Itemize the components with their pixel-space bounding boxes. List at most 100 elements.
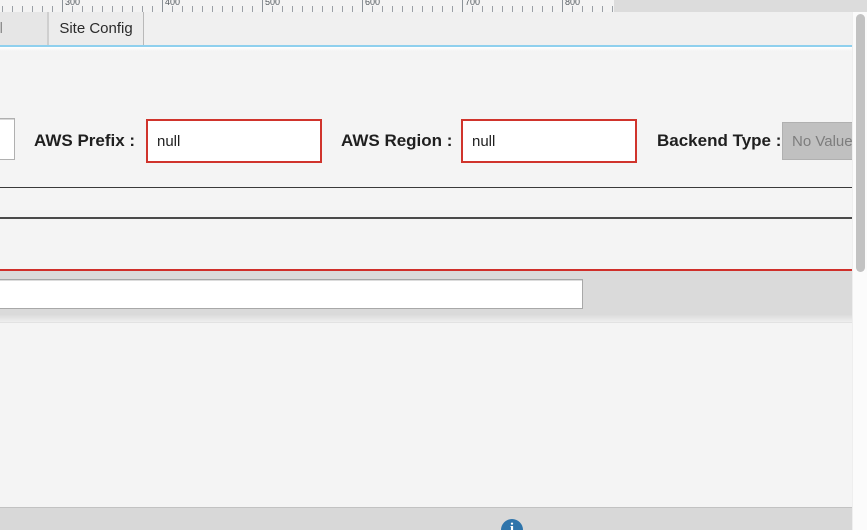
info-icon[interactable]: i: [501, 519, 523, 530]
ruler-tick-minor: [402, 6, 403, 12]
ruler-tick-minor: [482, 6, 483, 12]
ruler-tick-minor: [222, 6, 223, 12]
ruler-tick-minor: [392, 6, 393, 12]
aws-region-label: AWS Region :: [341, 131, 453, 150]
ruler-label: 700: [465, 0, 481, 7]
ruler-tick-minor: [352, 6, 353, 12]
ruler-tick-minor: [32, 6, 33, 12]
ruler-tick-minor: [12, 6, 13, 12]
ruler-tick-major: [262, 0, 263, 12]
ruler-tick-minor: [612, 6, 613, 12]
tab-site-config[interactable]: Site Config: [48, 12, 144, 45]
ruler-tick-minor: [522, 6, 523, 12]
ruler-tick-minor: [382, 6, 383, 12]
info-icon-glyph: i: [509, 521, 515, 530]
tab-query-tool[interactable]: y Tool: [0, 12, 48, 45]
ruler-tick-minor: [572, 6, 573, 12]
content-area-shadow: [0, 314, 867, 324]
ruler-tick-minor: [72, 6, 73, 12]
ruler-tick-minor: [332, 6, 333, 12]
ruler-tick-minor: [152, 6, 153, 12]
tab-query-tool-label: y Tool: [0, 20, 3, 37]
tab-bar: y Tool Site Config: [0, 12, 867, 47]
ruler-tick-major: [162, 0, 163, 12]
ruler-tick-minor: [512, 6, 513, 12]
ruler-tick-minor: [142, 6, 143, 12]
ruler-tick-minor: [2, 6, 3, 12]
ruler-tick-minor: [182, 6, 183, 12]
ruler-tick-minor: [602, 6, 603, 12]
ruler-tick-minor: [432, 6, 433, 12]
ruler-tick-minor: [592, 6, 593, 12]
ruler-tick-minor: [552, 6, 553, 12]
aws-prefix-value: null: [157, 132, 181, 150]
ruler-tick-minor: [532, 6, 533, 12]
ruler-label: 400: [165, 0, 181, 7]
tab-site-config-label: Site Config: [59, 20, 133, 37]
aws-prefix-label: AWS Prefix :: [34, 131, 136, 150]
status-bar: i: [0, 507, 867, 530]
tab-bar-empty-space: [145, 12, 867, 45]
aws-region-input[interactable]: null: [461, 119, 637, 163]
ruler-tick-minor: [52, 6, 53, 12]
ruler-tick-minor: [292, 6, 293, 12]
ruler-tick-minor: [322, 6, 323, 12]
ruler-tick-minor: [172, 6, 173, 12]
site-config-panel: AWS Prefix : null AWS Region : null Back…: [0, 47, 867, 530]
ruler-tick-minor: [542, 6, 543, 12]
ruler-inactive-area: [614, 0, 867, 12]
ruler-tick-minor: [42, 6, 43, 12]
ruler-label: 300: [65, 0, 81, 7]
ruler-tick-minor: [312, 6, 313, 12]
truncated-left-input[interactable]: [0, 118, 15, 160]
ruler-tick-minor: [492, 6, 493, 12]
filter-bar: [0, 271, 867, 314]
ruler-tick-minor: [582, 6, 583, 12]
ruler-tick-major: [62, 0, 63, 12]
backend-type-label: Backend Type :: [657, 131, 782, 150]
ruler-tick-minor: [202, 6, 203, 12]
ruler-tick-minor: [342, 6, 343, 12]
section-divider-error: [0, 269, 867, 271]
horizontal-ruler: 300 400 500 600 700 800: [0, 0, 867, 13]
ruler-tick-minor: [232, 6, 233, 12]
ruler-tick-minor: [132, 6, 133, 12]
panel-top-shade: [0, 47, 867, 51]
ruler-tick-minor: [502, 6, 503, 12]
ruler-tick-minor: [112, 6, 113, 12]
ruler-tick-minor: [92, 6, 93, 12]
section-divider-1: [0, 187, 867, 188]
content-area: [0, 322, 867, 509]
ruler-tick-minor: [122, 6, 123, 12]
ruler-tick-minor: [412, 6, 413, 12]
backend-type-value: No Value: [792, 132, 853, 150]
ruler-tick-minor: [442, 6, 443, 12]
section-band-1: [0, 189, 867, 217]
ruler-label: 500: [265, 0, 281, 7]
ruler-tick-major: [562, 0, 563, 12]
vertical-scrollbar[interactable]: [852, 12, 867, 530]
ruler-label: 800: [565, 0, 581, 7]
ruler-tick-minor: [102, 6, 103, 12]
ruler-tick-minor: [422, 6, 423, 12]
vertical-scrollbar-thumb[interactable]: [856, 14, 865, 272]
aws-region-value: null: [472, 132, 496, 150]
ruler-tick-minor: [82, 6, 83, 12]
config-form-row: AWS Prefix : null AWS Region : null Back…: [0, 102, 867, 253]
ruler-active-area: [0, 0, 614, 12]
ruler-label: 600: [365, 0, 381, 7]
ruler-tick-major: [362, 0, 363, 12]
ruler-tick-minor: [302, 6, 303, 12]
section-divider-2: [0, 217, 867, 219]
ruler-tick-minor: [212, 6, 213, 12]
ruler-tick-minor: [372, 6, 373, 12]
filter-input[interactable]: [0, 279, 583, 309]
ruler-tick-minor: [192, 6, 193, 12]
aws-prefix-input[interactable]: null: [146, 119, 322, 163]
ruler-tick-major: [462, 0, 463, 12]
ruler-tick-minor: [22, 6, 23, 12]
section-band-2: [0, 219, 867, 269]
ruler-tick-minor: [242, 6, 243, 12]
ruler-tick-minor: [472, 6, 473, 12]
